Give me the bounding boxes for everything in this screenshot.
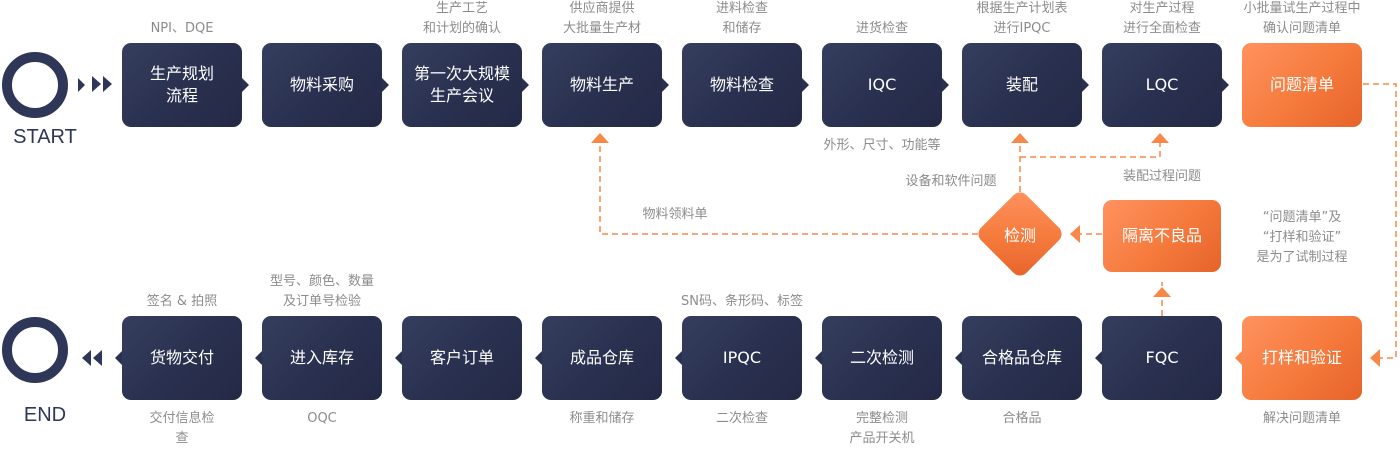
start-label: START xyxy=(13,126,77,148)
inspect-label: 检测 xyxy=(1003,226,1036,245)
caption-below: 二次检查 xyxy=(715,411,768,426)
process-node[interactable]: 物料生产 xyxy=(542,43,669,127)
caption-above: 进货检查 xyxy=(855,21,908,36)
caption-below: 外形、尺寸、功能等 xyxy=(823,138,941,153)
caption-above: NPI、DQE xyxy=(150,21,214,36)
process-node-label: 打样和验证 xyxy=(1261,348,1342,367)
process-node-label: 成品仓库 xyxy=(569,348,634,367)
process-node[interactable]: 二次检测 xyxy=(815,316,942,400)
arrowhead-lqc xyxy=(1151,133,1169,143)
caption-above: 根据生产计划表 进行IPQC xyxy=(976,1,1068,36)
process-node-label: 物料检查 xyxy=(709,75,774,94)
end-circle xyxy=(2,317,68,383)
process-node-label: LQC xyxy=(1145,75,1179,94)
start-pointer xyxy=(78,78,85,92)
process-node[interactable]: 进入库存 xyxy=(255,316,382,400)
arrowhead-inspect xyxy=(1070,225,1080,243)
caption-above: 签名 & 拍照 xyxy=(146,294,218,309)
process-node[interactable]: 打样和验证 xyxy=(1235,316,1362,400)
process-node-label: 客户订单 xyxy=(429,348,494,367)
process-node-label: 问题清单 xyxy=(1269,75,1334,94)
arrowhead-sample xyxy=(1370,349,1380,367)
process-node-label: 物料生产 xyxy=(569,75,634,94)
trial-note: “问题清单”及 “打样和验证” 是为了试制过程 xyxy=(1256,210,1348,265)
connector-issue-to-sample xyxy=(1363,83,1397,359)
process-node-label: 物料采购 xyxy=(289,75,354,94)
end-label: END xyxy=(23,404,67,426)
process-node[interactable]: 合格品仓库 xyxy=(955,316,1082,400)
process-node[interactable]: LQC xyxy=(1102,43,1229,127)
process-node[interactable]: 装配 xyxy=(962,43,1089,127)
caption-below: 称重和储存 xyxy=(569,411,635,426)
caption-below: OQC xyxy=(307,411,337,426)
process-node[interactable]: 生产规划 流程 xyxy=(122,43,249,127)
process-node-label: 生产规划 流程 xyxy=(149,64,214,105)
caption-above: 生产工艺 和计划的确认 xyxy=(422,1,501,36)
caption-below: 解决问题清单 xyxy=(1262,411,1341,426)
process-node-label: 货物交付 xyxy=(149,348,214,367)
caption-above: 进料检查 和储存 xyxy=(715,1,768,36)
start-circle xyxy=(2,52,68,118)
connector-inspect-to-material xyxy=(599,142,978,235)
process-node-label: FQC xyxy=(1145,348,1179,367)
arrowhead-material xyxy=(591,133,609,143)
caption-above: 对生产过程 进行全面检查 xyxy=(1122,1,1201,36)
process-node-label: 第一次大规模 生产会议 xyxy=(413,64,510,105)
material-slip-label: 物料领料单 xyxy=(642,207,708,222)
process-node[interactable]: 物料采购 xyxy=(262,43,389,127)
process-node[interactable]: 货物交付 xyxy=(115,316,242,400)
isolate-defects-node[interactable]: 隔离不良品 xyxy=(1103,200,1221,272)
process-node[interactable]: IQC xyxy=(822,43,949,127)
process-node[interactable]: FQC xyxy=(1095,316,1222,400)
caption-above: 供应商提供 大批量生产材 xyxy=(562,1,641,36)
caption-below: 交付信息检 查 xyxy=(149,411,215,446)
process-node[interactable]: 问题清单 xyxy=(1242,43,1362,127)
double-chevron-right-icon xyxy=(92,76,112,92)
process-node-label: 二次检测 xyxy=(849,348,914,367)
connector-branch-to-lqc xyxy=(1020,142,1161,158)
equipment-software-label: 设备和软件问题 xyxy=(905,174,997,189)
arrowhead-isolate xyxy=(1153,287,1171,297)
isolate-label: 隔离不良品 xyxy=(1121,226,1202,245)
process-node[interactable]: 成品仓库 xyxy=(535,316,662,400)
process-node[interactable]: 第一次大规模 生产会议 xyxy=(402,43,529,127)
assembly-issue-label: 装配过程问题 xyxy=(1122,169,1201,184)
process-node-label: IQC xyxy=(867,75,897,94)
double-chevron-left-icon xyxy=(82,350,102,366)
inspect-decision[interactable]: 检测 xyxy=(974,188,1066,280)
process-node[interactable]: 物料检查 xyxy=(682,43,809,127)
process-node-label: 进入库存 xyxy=(289,348,354,367)
process-node-label: 合格品仓库 xyxy=(981,348,1062,367)
caption-above: SN码、条形码、标签 xyxy=(681,294,803,309)
process-node[interactable]: IPQC xyxy=(675,316,802,400)
caption-below: 完整检测 产品开关机 xyxy=(849,411,915,446)
process-node[interactable]: 客户订单 xyxy=(395,316,522,400)
arrowhead-assembly xyxy=(1011,133,1029,143)
process-node-label: IPQC xyxy=(722,348,762,367)
process-node-label: 装配 xyxy=(1005,75,1038,94)
caption-above: 小批量试生产过程中 确认问题清单 xyxy=(1243,1,1361,36)
caption-above: 型号、颜色、数量 及订单号检验 xyxy=(269,274,374,309)
caption-below: 合格品 xyxy=(1002,411,1042,426)
